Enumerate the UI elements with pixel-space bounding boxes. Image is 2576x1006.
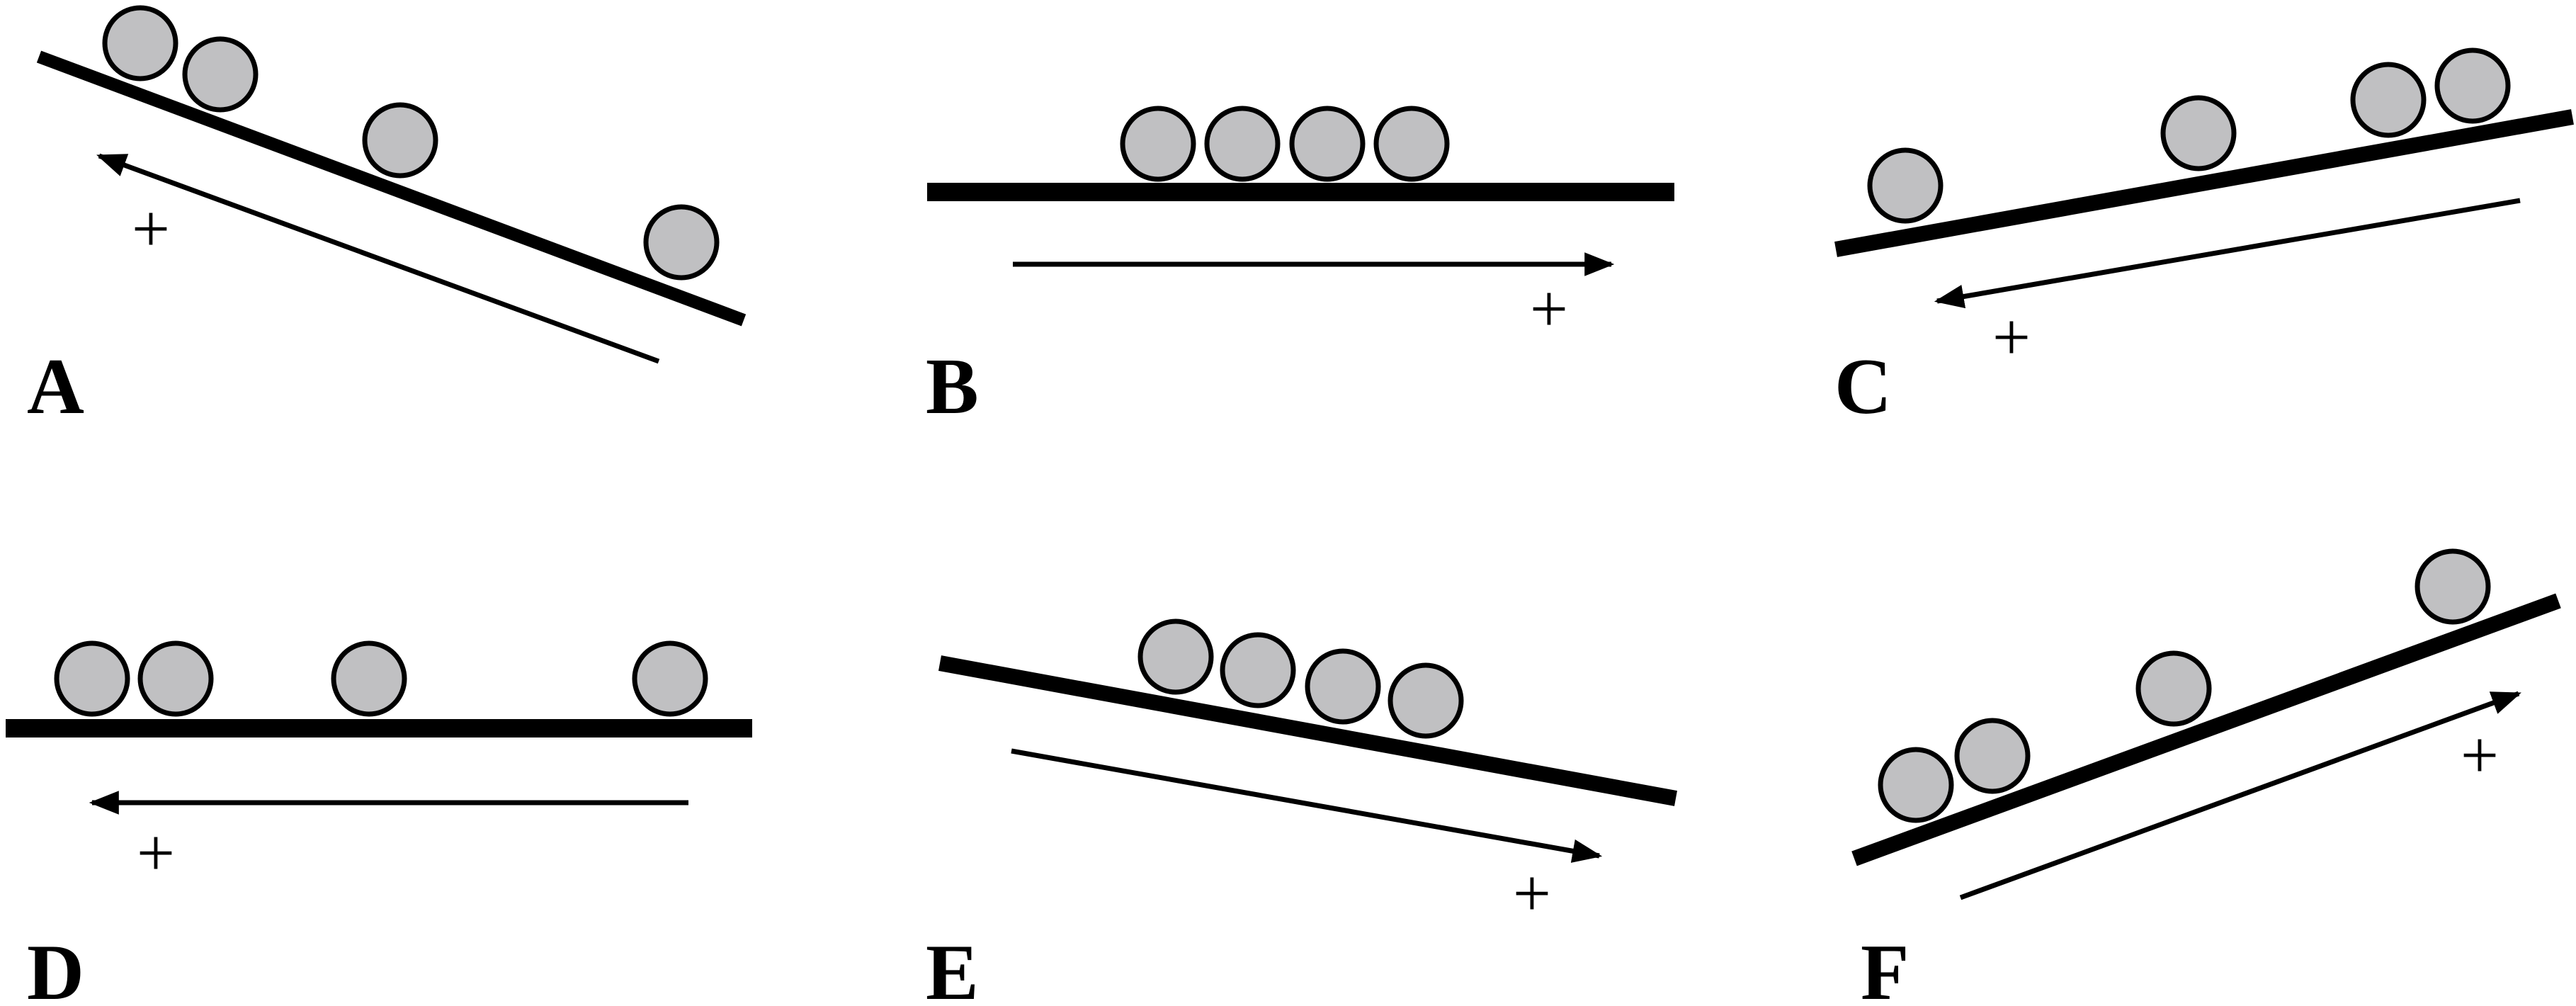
panel-f: + F [1851, 548, 2561, 1006]
panel-e-arrow-icon [1011, 748, 1603, 863]
panel-b-label: B [926, 343, 979, 431]
ball-icon [1373, 106, 1450, 182]
panel-e-sign: + [1513, 855, 1551, 931]
panel-e-balls [1137, 618, 1464, 739]
panel-c-sign: + [1992, 299, 2031, 375]
panel-a-label: A [27, 343, 84, 431]
panel-b-sign: + [1530, 271, 1568, 346]
ball-icon [182, 36, 259, 113]
panel-d-sign: + [137, 815, 175, 891]
ball-icon [2160, 95, 2237, 171]
panel-e-label: E [926, 929, 979, 1006]
panel-f-label: F [1861, 929, 1909, 1006]
ball-icon [137, 640, 214, 717]
ball-icon [1867, 147, 1944, 224]
panel-a-track [36, 50, 747, 327]
ball-icon [331, 640, 407, 717]
panel-e-track [938, 655, 1677, 806]
panel-a: + A [27, 5, 747, 431]
panel-a-balls [102, 5, 720, 281]
ball-icon [1388, 662, 1464, 739]
panel-f-sign: + [2461, 717, 2499, 793]
panel-b: + B [926, 106, 1674, 431]
ball-icon [643, 204, 720, 281]
panel-c-balls [1867, 47, 2511, 224]
ball-icon [1878, 747, 1954, 823]
panel-c-label: C [1834, 343, 1892, 431]
panel-b-balls [1120, 106, 1450, 182]
panel-d: + D [6, 640, 752, 1006]
ball-icon [102, 5, 178, 81]
panel-a-arrow-icon [96, 153, 660, 364]
panel-f-balls [1878, 548, 2491, 823]
ball-icon [2135, 650, 2212, 727]
panel-c-arrow-icon [1934, 198, 2521, 309]
panel-f-track [1851, 593, 2561, 866]
ball-icon [632, 640, 708, 717]
ball-icon [2350, 62, 2427, 138]
ball-icon [1137, 618, 1214, 695]
ball-icon [54, 640, 130, 717]
ball-icon [1120, 106, 1196, 182]
ball-icon [1289, 106, 1366, 182]
ball-icon [2415, 548, 2491, 625]
panel-e: + E [926, 618, 1677, 1006]
panel-d-label: D [27, 929, 84, 1006]
panel-c: + C [1834, 47, 2574, 431]
ball-icon [1305, 648, 1381, 725]
ball-icon [1204, 106, 1281, 182]
panel-d-balls [54, 640, 708, 717]
panel-a-sign: + [132, 191, 170, 266]
panel-f-arrow-icon [1959, 691, 2521, 900]
ball-icon [2434, 47, 2511, 124]
ball-icon [362, 102, 438, 179]
ball-icon [1220, 632, 1296, 708]
ball-icon [1954, 718, 2031, 794]
panel-c-track [1834, 109, 2574, 257]
